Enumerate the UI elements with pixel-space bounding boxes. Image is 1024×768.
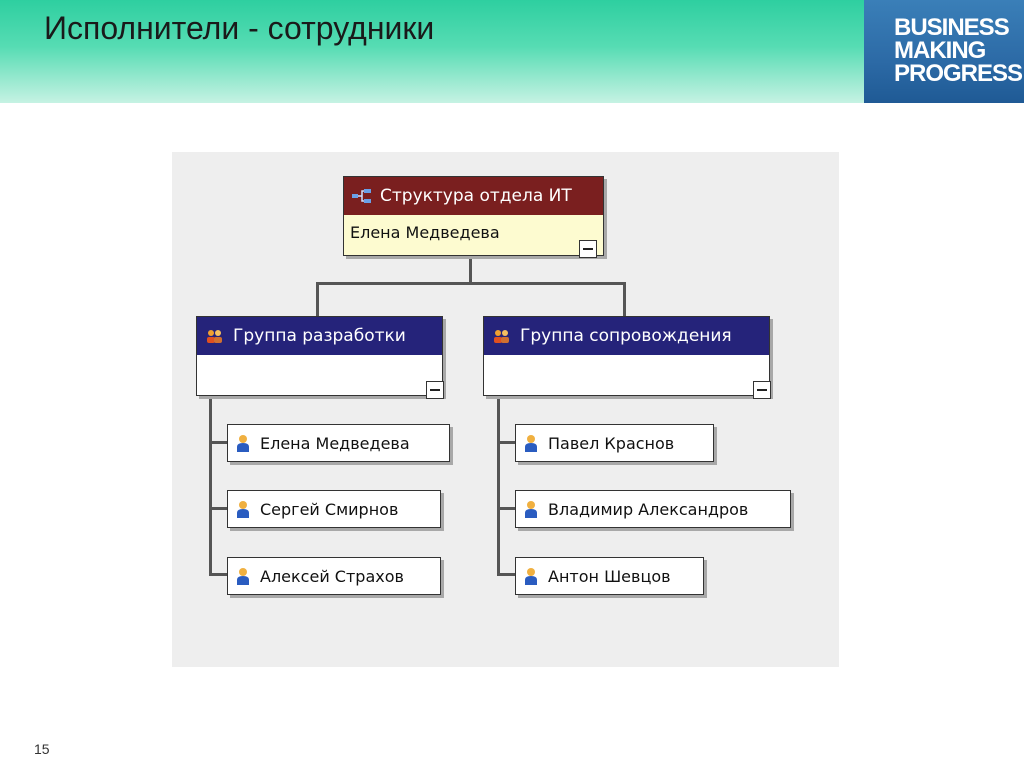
person-name: Владимир Александров: [548, 499, 749, 519]
connector-left-down: [316, 282, 319, 317]
person-icon: [236, 500, 250, 518]
page-number: 15: [34, 741, 50, 757]
company-logo: BUSINESS MAKING PROGRESS: [864, 0, 1024, 103]
person-node[interactable]: Владимир Александров: [515, 490, 791, 528]
logo-line-2: MAKING: [894, 37, 986, 64]
person-node[interactable]: Елена Медведева: [227, 424, 450, 462]
group-node-title: Группа разработки: [233, 326, 406, 346]
connector-sup-trunk: [497, 394, 500, 574]
slide-header: Исполнители - сотрудники: [0, 0, 864, 103]
person-icon: [236, 434, 250, 452]
connector-sup-1: [497, 441, 517, 444]
root-node-person: Елена Медведева: [350, 223, 500, 242]
group-node-development[interactable]: Группа разработки: [196, 316, 444, 399]
logo-line-3: PROGRESS: [894, 60, 1023, 87]
group-icon: [205, 329, 225, 343]
connector-root-down: [469, 255, 472, 283]
collapse-button[interactable]: [579, 240, 597, 258]
person-icon: [524, 567, 538, 585]
person-icon: [524, 434, 538, 452]
person-name: Алексей Страхов: [260, 566, 404, 586]
collapse-button[interactable]: [753, 381, 771, 399]
root-node-body: Елена Медведева: [344, 215, 603, 255]
connector-dev-1: [209, 441, 229, 444]
logo-text: BUSINESS MAKING PROGRESS: [894, 14, 1023, 87]
connector-dev-3: [209, 573, 229, 576]
group-node-header: Группа сопровождения: [484, 317, 769, 355]
person-node[interactable]: Сергей Смирнов: [227, 490, 441, 528]
slide-title: Исполнители - сотрудники: [44, 10, 435, 46]
person-icon: [236, 567, 250, 585]
person-icon: [524, 500, 538, 518]
hierarchy-icon: [352, 189, 372, 203]
collapse-button[interactable]: [426, 381, 444, 399]
org-chart-panel: Структура отдела ИТ Елена Медведева Груп…: [172, 152, 839, 667]
root-node[interactable]: Структура отдела ИТ Елена Медведева: [343, 176, 604, 258]
group-node-title: Группа сопровождения: [520, 326, 732, 346]
root-node-header: Структура отдела ИТ: [344, 177, 603, 215]
group-node-header: Группа разработки: [197, 317, 442, 355]
person-node[interactable]: Антон Шевцов: [515, 557, 704, 595]
connector-horizontal: [316, 282, 626, 285]
logo-line-1: BUSINESS: [894, 14, 1010, 41]
connector-dev-trunk: [209, 394, 212, 574]
root-node-title: Структура отдела ИТ: [380, 186, 572, 206]
person-name: Павел Краснов: [548, 433, 675, 453]
group-icon: [492, 329, 512, 343]
person-name: Сергей Смирнов: [260, 499, 399, 519]
connector-sup-2: [497, 507, 517, 510]
group-node-support[interactable]: Группа сопровождения: [483, 316, 771, 399]
connector-dev-2: [209, 507, 229, 510]
connector-right-down: [623, 282, 626, 317]
person-name: Антон Шевцов: [548, 566, 671, 586]
person-name: Елена Медведева: [260, 433, 410, 453]
connector-sup-3: [497, 573, 517, 576]
person-node[interactable]: Павел Краснов: [515, 424, 714, 462]
person-node[interactable]: Алексей Страхов: [227, 557, 441, 595]
